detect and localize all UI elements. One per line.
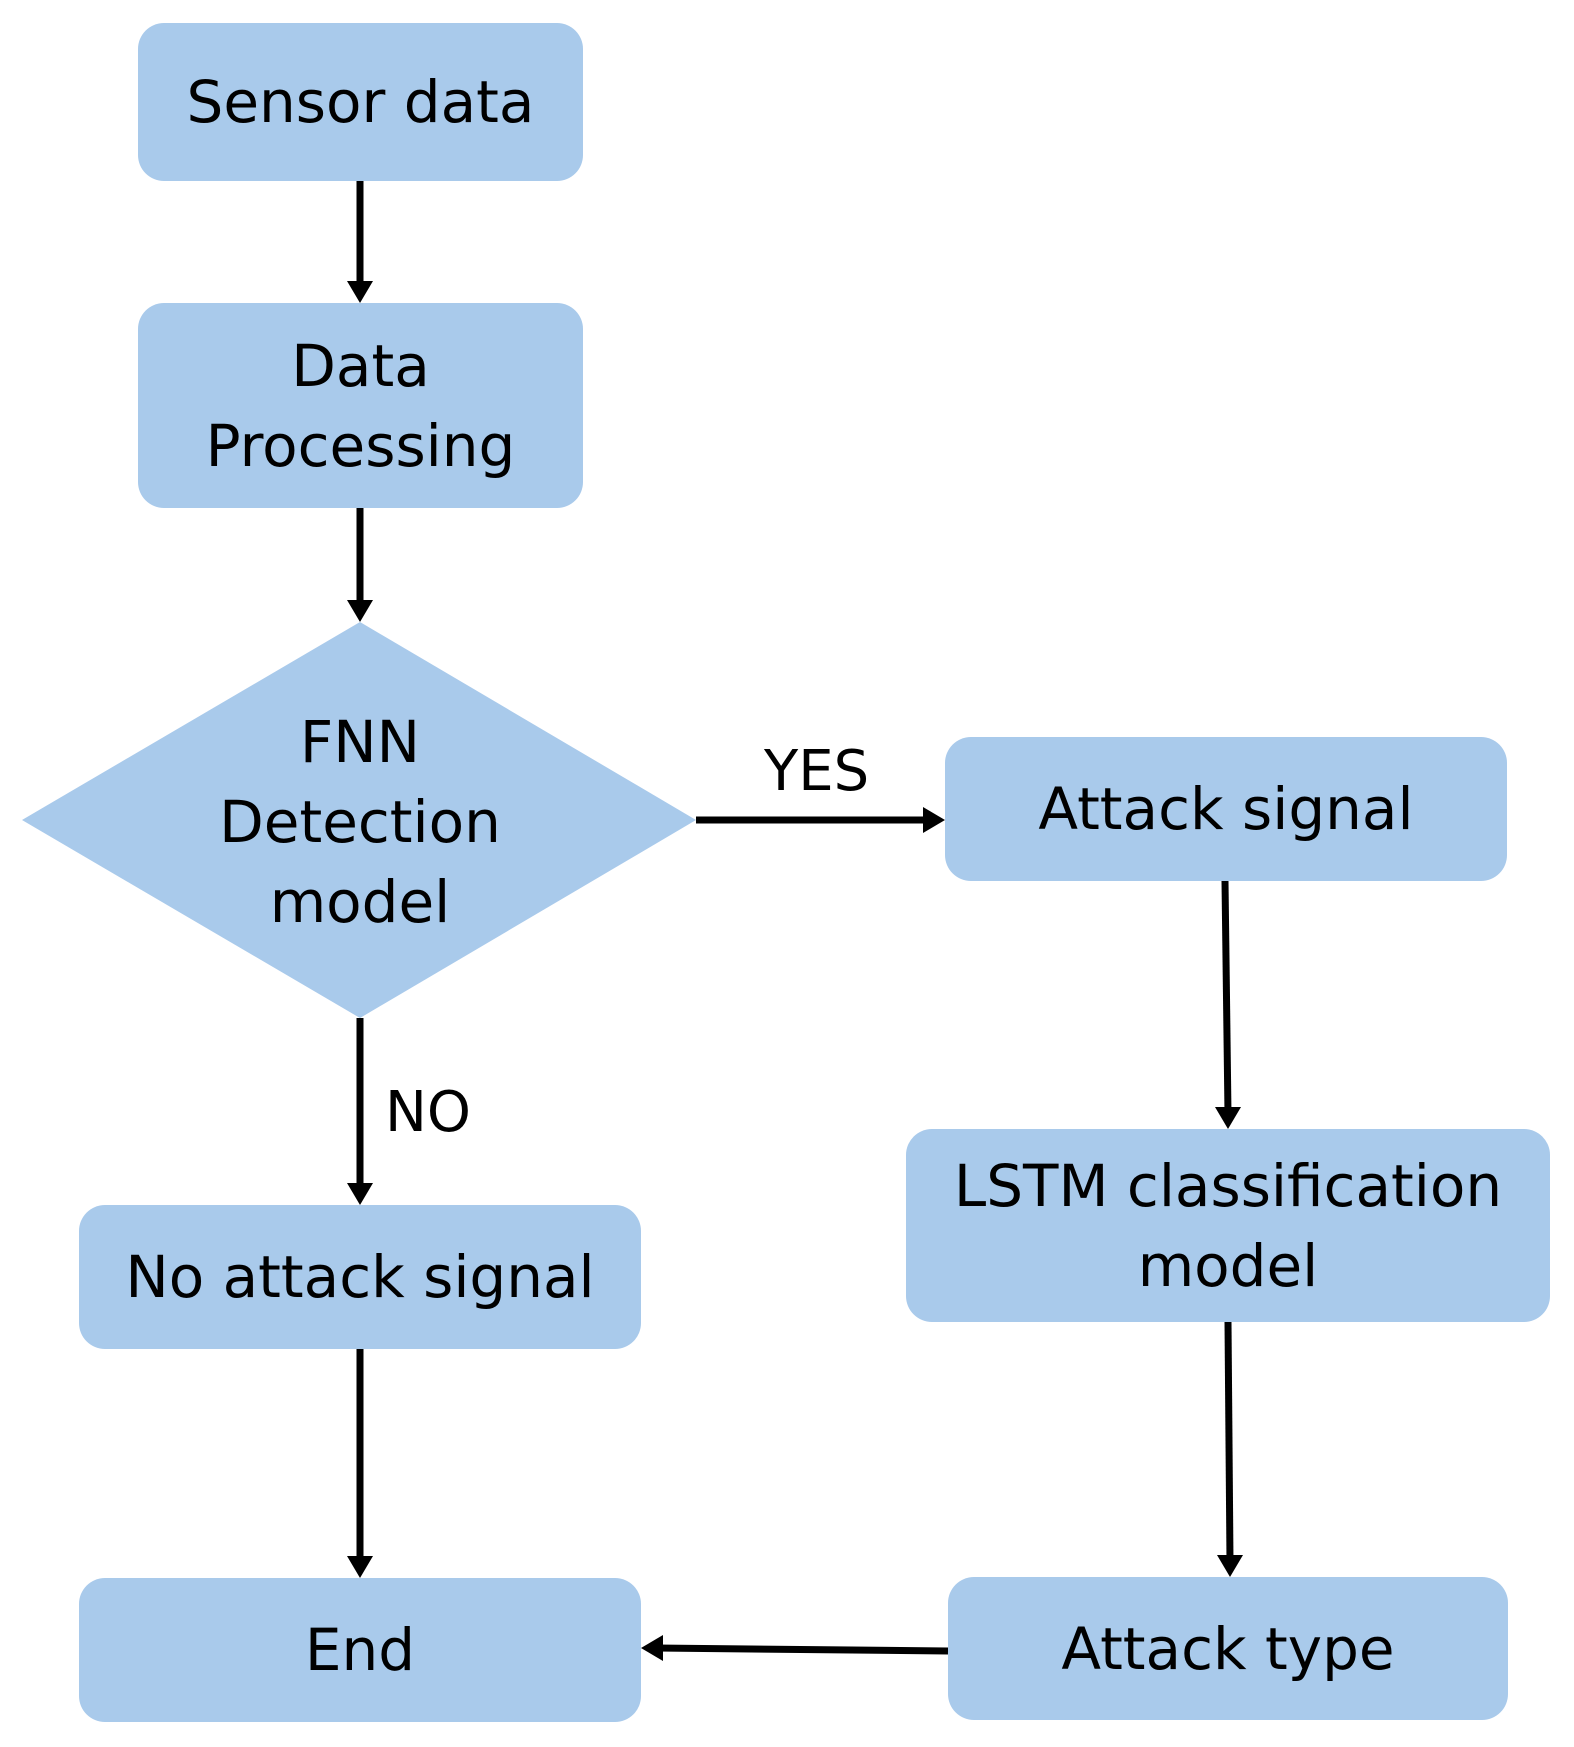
fnn-detection-line2: Detection: [219, 788, 501, 856]
no-attack-signal-label: No attack signal: [125, 1243, 595, 1311]
lstm-classification-node: LSTM classification model: [906, 1129, 1550, 1322]
arrowhead: [1215, 1107, 1241, 1129]
arrowhead: [1217, 1555, 1243, 1577]
no-attack-signal-node: No attack signal: [79, 1205, 641, 1349]
end-node: End: [79, 1578, 641, 1722]
arrow-attack-signal-to-lstm: [1221, 880, 1232, 1115]
sensor-data-node: Sensor data: [138, 23, 583, 181]
lstm-classification-line2: model: [1137, 1231, 1319, 1300]
attack-type-node: Attack type: [948, 1577, 1508, 1720]
fnn-detection-line1: FNN: [299, 708, 421, 776]
arrowhead: [347, 281, 373, 303]
arrow-attack-type-to-end: [655, 1644, 949, 1655]
fnn-detection-label: FNN Detection model: [160, 702, 560, 942]
data-processing-label-line1: Data: [291, 331, 430, 400]
no-edge-label: NO: [385, 1080, 471, 1145]
arrowhead: [347, 1183, 373, 1205]
sensor-data-label: Sensor data: [186, 68, 535, 136]
attack-signal-label: Attack signal: [1038, 775, 1414, 843]
data-processing-node: Data Processing: [138, 303, 583, 508]
arrowhead: [347, 600, 373, 622]
lstm-classification-line1: LSTM classification: [953, 1151, 1503, 1220]
data-processing-label-line2: Processing: [205, 411, 516, 480]
attack-signal-node: Attack signal: [945, 737, 1507, 881]
arrow-lstm-to-attack-type: [1224, 1321, 1234, 1563]
arrowhead: [641, 1635, 663, 1661]
arrowhead: [347, 1556, 373, 1578]
fnn-detection-line3: model: [269, 868, 451, 936]
attack-type-label: Attack type: [1061, 1614, 1395, 1683]
arrowhead: [923, 807, 945, 833]
decision-diamond: [22, 622, 696, 1018]
end-label: End: [304, 1616, 416, 1684]
yes-edge-label: YES: [764, 739, 870, 804]
